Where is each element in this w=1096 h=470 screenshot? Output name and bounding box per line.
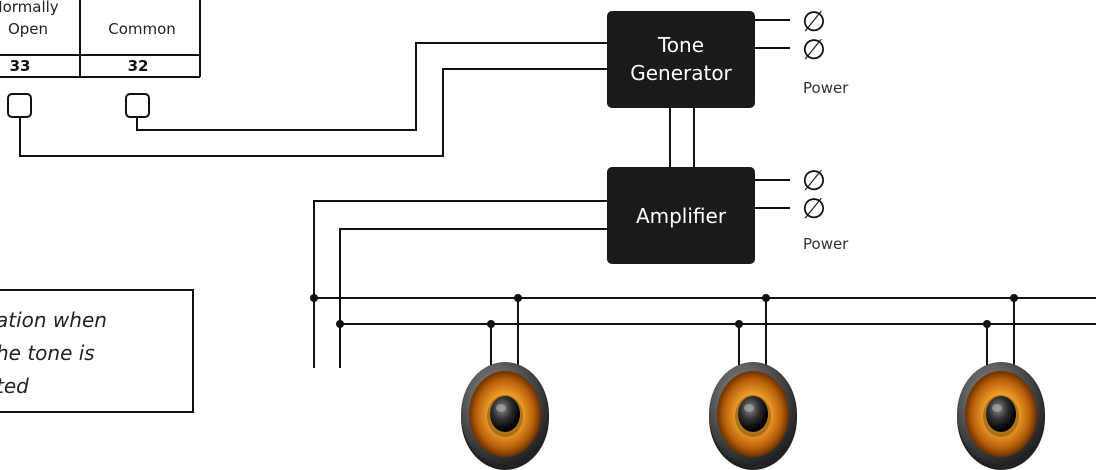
- terminal-number-33: 33: [10, 57, 31, 75]
- power-label-tone-generator: Power: [803, 79, 849, 97]
- normally-label-line1: Normally: [0, 0, 59, 16]
- power-terminal-icon: ∅: [802, 164, 826, 197]
- power-label-amplifier: Power: [803, 235, 849, 253]
- power-terminal-icon: ∅: [802, 5, 826, 38]
- terminal-icon-32: [125, 93, 150, 118]
- speaker-icon: [461, 362, 549, 470]
- speaker-icon: [957, 362, 1045, 470]
- terminal-number-32: 32: [128, 57, 149, 75]
- note-callout: ation when he tone is ted: [0, 289, 194, 413]
- amplifier-box: Amplifier: [607, 167, 755, 264]
- note-line1: ation when: [0, 308, 107, 332]
- terminal-block: Normally Open Common 33 32: [0, 0, 201, 78]
- common-label: Common: [108, 20, 176, 38]
- note-line2: he tone is: [0, 341, 95, 365]
- power-terminal-icon: ∅: [802, 33, 826, 66]
- terminal-icon-33: [7, 93, 32, 118]
- note-line3: ted: [0, 374, 29, 398]
- wire-common-to-tone-generator: [136, 42, 607, 131]
- tone-generator-label-line2: Generator: [630, 61, 732, 85]
- tone-generator-box: Tone Generator: [607, 11, 755, 108]
- tone-generator-label-line1: Tone: [657, 33, 704, 57]
- speaker-icon: [709, 362, 797, 470]
- power-terminal-icon: ∅: [802, 192, 826, 225]
- junction-dots: [310, 294, 1018, 328]
- wire-normally-open-to-tone-generator: [19, 68, 607, 157]
- wire-amplifier-output-a: [313, 200, 607, 368]
- open-label-line2: Open: [8, 20, 48, 38]
- amplifier-label: Amplifier: [636, 204, 727, 228]
